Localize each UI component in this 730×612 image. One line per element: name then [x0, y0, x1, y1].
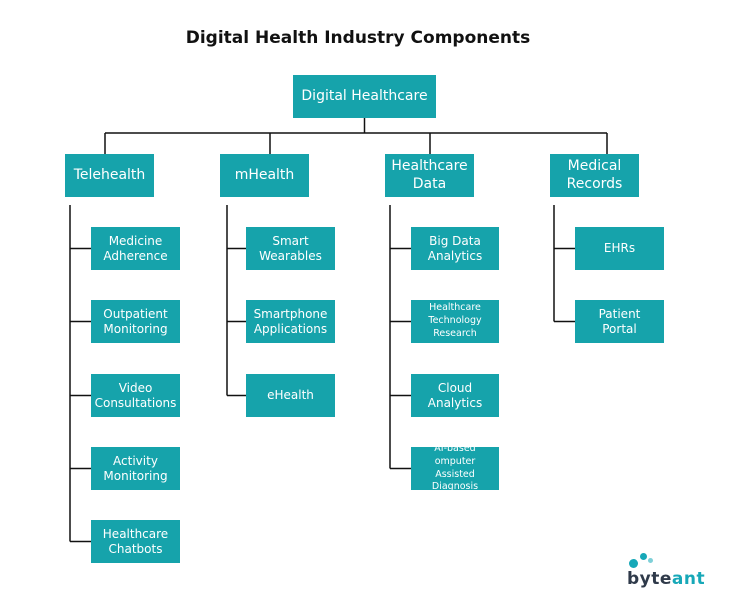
leaf-node-0-3: Activity Monitoring	[91, 447, 180, 490]
leaf-node-1-1: Smartphone Applications	[246, 300, 335, 343]
leaf-node-2-1: Healthcare Technology Research	[411, 300, 499, 343]
logo-bubble-medium	[640, 553, 647, 560]
category-node-0: Telehealth	[65, 154, 154, 197]
leaf-node-1-1-label: Smartphone Applications	[253, 306, 328, 336]
leaf-node-0-0: Medicine Adherence	[91, 227, 180, 270]
root-node-label: Digital Healthcare	[301, 87, 428, 104]
category-node-1: mHealth	[220, 154, 309, 197]
leaf-node-3-1: Patient Portal	[575, 300, 664, 343]
leaf-node-0-2: Video Consultations	[91, 374, 180, 417]
leaf-node-1-0: Smart Wearables	[246, 227, 335, 270]
leaf-node-0-2-label: Video Consultations	[94, 380, 177, 410]
logo-bubble-small	[648, 558, 653, 563]
leaf-node-0-3-label: Activity Monitoring	[103, 453, 168, 483]
logo-text: byteant	[627, 569, 705, 589]
leaf-node-3-0-label: EHRs	[603, 241, 636, 255]
byteant-logo: byteant	[627, 553, 717, 593]
logo-bubble-large	[629, 559, 638, 568]
category-node-0-label: Telehealth	[73, 166, 146, 183]
logo-text-byte: byte	[627, 569, 672, 589]
leaf-node-2-2: Cloud Analytics	[411, 374, 499, 417]
leaf-node-3-1-label: Patient Portal	[598, 306, 641, 336]
leaf-node-0-0-label: Medicine Adherence	[103, 233, 168, 263]
category-node-3: Medical Records	[550, 154, 639, 197]
logo-text-ant: ant	[671, 569, 706, 589]
leaf-node-2-0-label: Big Data Analytics	[427, 233, 483, 263]
leaf-node-0-1-label: Outpatient Monitoring	[103, 306, 168, 336]
leaf-node-0-4: Healthcare Chatbots	[91, 520, 180, 563]
root-node: Digital Healthcare	[293, 75, 436, 118]
leaf-node-1-2-label: eHealth	[267, 388, 314, 402]
category-node-2-label: Healthcare Data	[391, 158, 468, 192]
page-title: Digital Health Industry Components	[185, 28, 531, 48]
leaf-node-3-0: EHRs	[575, 227, 664, 270]
leaf-node-0-1: Outpatient Monitoring	[91, 300, 180, 343]
category-node-2: Healthcare Data	[385, 154, 474, 197]
category-node-3-label: Medical Records	[566, 158, 623, 192]
leaf-node-0-4-label: Healthcare Chatbots	[102, 526, 169, 556]
leaf-node-2-3: AI-based omputer Assisted Diagnosis	[411, 443, 499, 492]
leaf-node-1-0-label: Smart Wearables	[259, 233, 322, 263]
leaf-node-2-0: Big Data Analytics	[411, 227, 499, 270]
leaf-node-2-3-label: AI-based omputer Assisted Diagnosis	[431, 442, 479, 493]
leaf-node-1-2: eHealth	[246, 374, 335, 417]
category-node-1-label: mHealth	[234, 166, 295, 183]
leaf-node-2-1-label: Healthcare Technology Research	[428, 302, 482, 339]
leaf-node-2-2-label: Cloud Analytics	[427, 380, 483, 410]
